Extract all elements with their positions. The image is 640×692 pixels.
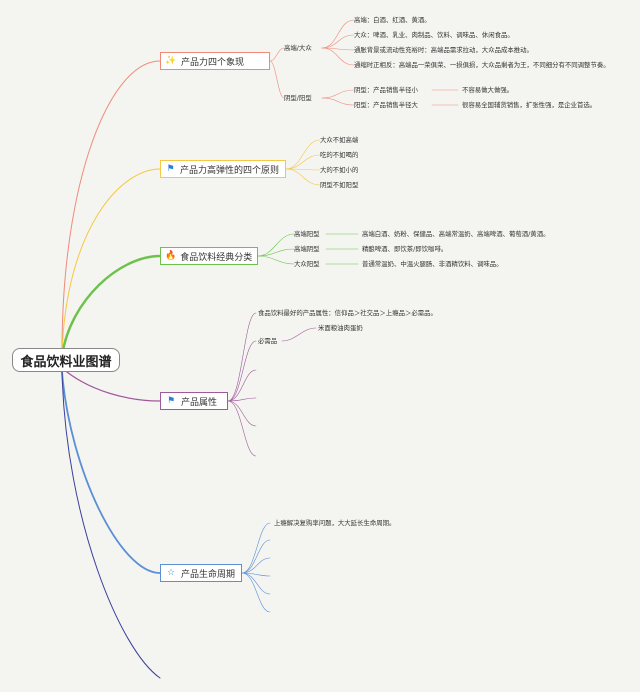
- leaf-connector: [227, 400, 257, 457]
- sub-connector: [269, 60, 285, 99]
- leaf-connector: [227, 312, 257, 402]
- row-value[interactable]: 普通常温奶、中温火腿肠、非酒精饮料、调味品。: [362, 260, 503, 268]
- leaf-connector: [241, 539, 271, 574]
- connector-extra: [61, 371, 161, 679]
- leaf-text[interactable]: 上瘾解决复购率问题，大大延长生命周期。: [274, 519, 396, 527]
- leaf-text[interactable]: 阴型：产品销售半径小: [354, 86, 418, 94]
- star-icon: ☆: [166, 568, 176, 578]
- group-label[interactable]: 必需品: [258, 337, 278, 345]
- row-label[interactable]: 大众阳型: [294, 260, 320, 268]
- leaf-connector: [227, 340, 257, 402]
- branch-product-power[interactable]: ✨ 产品力四个象现: [160, 52, 270, 70]
- flag-icon: ⚑: [166, 396, 176, 406]
- branch-product-lifecycle[interactable]: ☆ 产品生命周期: [160, 564, 242, 582]
- leaf-connector: [227, 369, 257, 402]
- leaf-connector: [257, 248, 295, 257]
- leaf-connector: [321, 97, 355, 106]
- flame-icon: 🔥: [165, 251, 177, 261]
- connector-b3: [60, 254, 162, 358]
- leaf-text[interactable]: 米面粮油肉蛋奶: [318, 324, 363, 332]
- leaf-connector: [227, 397, 257, 402]
- leaf-connector: [321, 89, 355, 99]
- leaf-connector: [281, 327, 317, 342]
- group-label[interactable]: 高端/大众: [284, 44, 312, 52]
- leaf-connector: [321, 19, 355, 49]
- connector-b5: [61, 371, 161, 574]
- connector-b4: [61, 367, 161, 402]
- group-label[interactable]: 阴型/阳型: [284, 94, 312, 102]
- connector-b2: [61, 168, 161, 355]
- sub-connector: [269, 47, 285, 62]
- branch-label: 食品饮料经典分类: [180, 252, 253, 263]
- row-label[interactable]: 高端阳型: [294, 230, 320, 238]
- leaf-text[interactable]: 阳型：产品销售半径大: [354, 101, 418, 109]
- branch-product-attributes[interactable]: ⚑ 产品属性: [160, 392, 228, 410]
- leaf-connector: [285, 139, 321, 170]
- leaf-text[interactable]: 通胀背景或流动性充裕时：高端品需求拉动，大众品成本推动。: [354, 46, 533, 54]
- leaf-text[interactable]: 通缩时正相反：高端品一荣俱荣、一损俱损，大众品剩者为王，不同细分有不同调整节奏。: [354, 61, 610, 69]
- leaf-connector: [321, 47, 355, 66]
- leaf-connector: [241, 557, 271, 574]
- leaf-connector: [285, 168, 321, 186]
- leaf-connector: [257, 255, 295, 265]
- leaf-connector: [227, 400, 257, 427]
- leaf-connector: [241, 572, 271, 613]
- leaf-note[interactable]: 不容易做大做强。: [462, 86, 514, 94]
- leaf-note[interactable]: 很容易全国辅货销售，扩张性强，是企业首选。: [462, 101, 597, 109]
- row-label[interactable]: 高端阴型: [294, 245, 320, 253]
- leaf-text[interactable]: 阴型不如阳型: [320, 181, 359, 189]
- leaf-text[interactable]: 大的不如小的: [320, 166, 359, 174]
- branch-label: 产品力四个象现: [181, 57, 245, 68]
- leaf-connector: [257, 233, 295, 257]
- branch-label: 产品生命周期: [180, 569, 235, 580]
- leaf-connector: [321, 34, 355, 49]
- root-topic[interactable]: 食品饮料业图谱: [12, 348, 120, 372]
- branch-label: 产品属性: [181, 397, 218, 408]
- branch-classification[interactable]: 🔥 食品饮料经典分类: [160, 247, 258, 265]
- sparkle-icon: ✨: [165, 56, 177, 66]
- leaf-text[interactable]: 高端：白酒、红酒、黄酒。: [354, 16, 431, 24]
- leaf-text[interactable]: 大众：啤酒、乳业、肉制品、饮料、调味品、休闲食品。: [354, 31, 514, 39]
- leaf-text[interactable]: 食品饮料最好的产品属性：信仰品＞社交品＞上瘾品＞必需品。: [258, 309, 437, 317]
- row-value[interactable]: 高端白酒、奶粉、保健品、高端常温奶、高端啤酒、葡萄酒/黄酒。: [362, 230, 550, 238]
- leaf-connector: [241, 572, 271, 577]
- connector-b1: [61, 60, 161, 353]
- leaf-connector: [241, 522, 271, 574]
- row-value[interactable]: 精酿啤酒、即饮茶/即饮咖啡。: [362, 245, 448, 253]
- branch-high-elasticity[interactable]: ⚑ 产品力高弹性的四个原则: [160, 160, 286, 178]
- leaf-text[interactable]: 吃的不如喝的: [320, 151, 359, 159]
- flag-icon: ⚑: [166, 164, 175, 174]
- leaf-connector: [285, 154, 321, 170]
- leaf-text[interactable]: 大众不如高端: [320, 136, 359, 144]
- branch-label: 产品力高弹性的四个原则: [179, 165, 279, 176]
